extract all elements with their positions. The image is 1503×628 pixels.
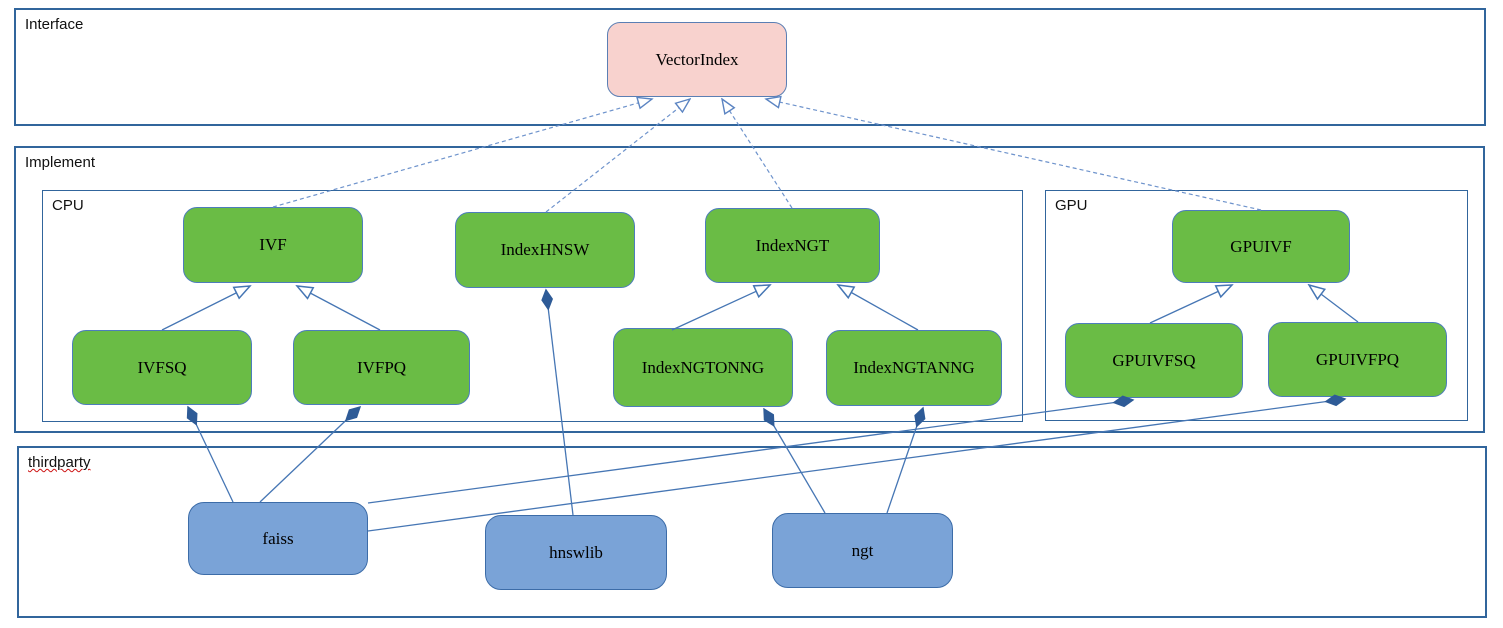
node-gpuivfsq: GPUIVFSQ [1065, 323, 1243, 398]
node-vectorindex: VectorIndex [607, 22, 787, 97]
node-hnswlib-label: hnswlib [549, 542, 603, 562]
node-indexngt: IndexNGT [705, 208, 880, 283]
node-gpuivf: GPUIVF [1172, 210, 1350, 283]
node-gpuivf-label: GPUIVF [1230, 236, 1292, 256]
node-gpuivfpq-label: GPUIVFPQ [1315, 349, 1400, 369]
node-faiss: faiss [188, 502, 368, 575]
node-indexhnsw-label: IndexHNSW [500, 240, 590, 259]
thirdparty-container-label: thirdparty [28, 454, 91, 471]
node-indexngtanng-label: IndexNGTANNG [853, 358, 975, 377]
node-ivf: IVF [183, 207, 363, 283]
node-ivfpq: IVFPQ [293, 330, 470, 405]
node-ivfpq-label: IVFPQ [356, 357, 407, 377]
node-gpuivfpq: GPUIVFPQ [1268, 322, 1447, 397]
node-faiss-label: faiss [262, 528, 294, 548]
implement-container-label: Implement [25, 154, 96, 171]
interface-container-label: Interface [25, 16, 84, 33]
node-ngt-label: ngt [851, 540, 874, 560]
cpu-container-label: CPU [52, 197, 84, 214]
node-ivfsq: IVFSQ [72, 330, 252, 405]
node-ivfsq-label: IVFSQ [137, 357, 187, 377]
node-indexngtanng: IndexNGTANNG [826, 330, 1002, 406]
gpu-container-label: GPU [1055, 197, 1088, 214]
node-indexhnsw: IndexHNSW [455, 212, 635, 288]
node-indexngt-label: IndexNGT [755, 235, 830, 255]
node-ivf-label: IVF [259, 235, 287, 254]
node-hnswlib: hnswlib [485, 515, 667, 590]
node-gpuivfsq-label: GPUIVFSQ [1112, 350, 1196, 370]
node-ngt: ngt [772, 513, 953, 588]
node-indexngtonng-label: IndexNGTONNG [641, 357, 765, 377]
node-indexngtonng: IndexNGTONNG [613, 328, 793, 407]
node-vectorindex-label: VectorIndex [655, 49, 739, 69]
